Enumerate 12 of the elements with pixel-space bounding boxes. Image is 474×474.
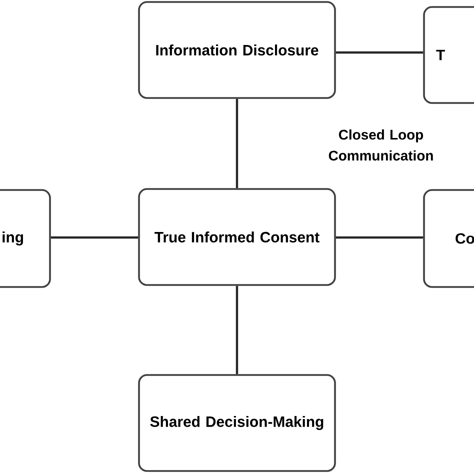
process-box: Co	[423, 189, 474, 288]
process-box: True Informed Consent	[138, 188, 336, 286]
connector-line	[236, 98, 238, 188]
process-box: Shared Decision-Making	[138, 374, 336, 472]
annotation-text: Closed Loop Communication	[328, 129, 433, 161]
process-box: Information Disclosure	[138, 1, 336, 99]
process-box: T	[423, 6, 474, 104]
connector-line	[236, 286, 238, 374]
connector-line	[50, 236, 138, 239]
connector-line	[336, 236, 424, 239]
connector-line	[336, 51, 424, 54]
process-box: ing	[0, 189, 51, 288]
